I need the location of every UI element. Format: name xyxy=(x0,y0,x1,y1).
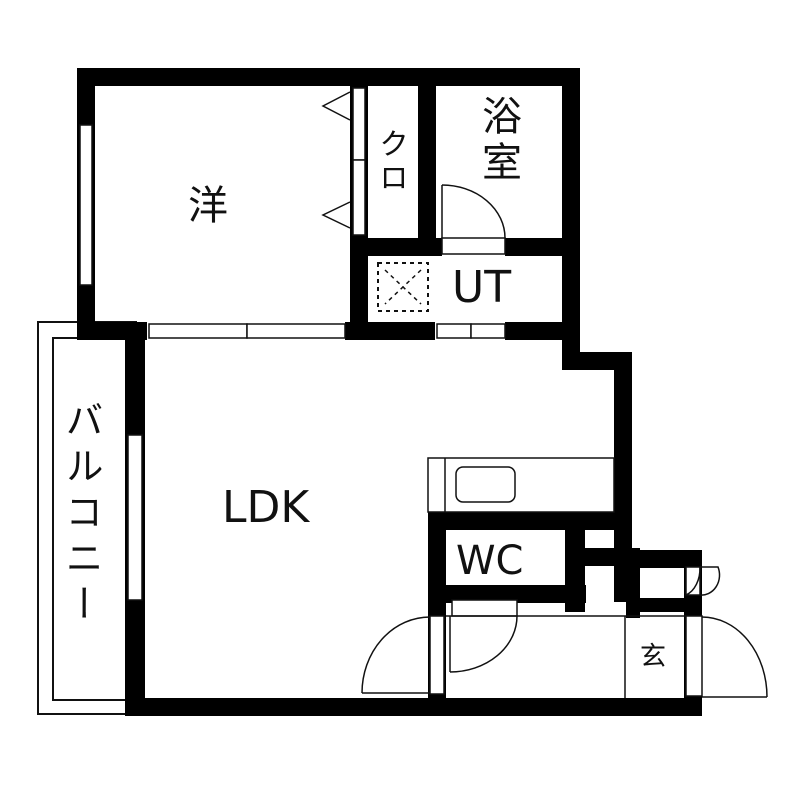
toilet-label: WC xyxy=(456,538,524,584)
ldk-label: LDK xyxy=(222,482,310,533)
wc-door xyxy=(449,599,518,673)
western-room-label: 洋 xyxy=(188,183,228,229)
utility-label: UT xyxy=(452,262,512,313)
entrance-lines xyxy=(446,566,768,698)
washer-cross xyxy=(384,269,422,305)
ldk-door xyxy=(361,615,445,695)
windows xyxy=(79,124,506,601)
entrance-label: 玄 xyxy=(640,642,667,672)
bathroom-door xyxy=(441,184,506,255)
bathroom-label: 浴室 xyxy=(475,95,521,187)
balcony-label: バルコニー xyxy=(59,400,103,630)
closet-doors xyxy=(321,87,366,236)
kitchen-counter xyxy=(427,457,615,513)
washer-space xyxy=(377,262,429,312)
closet-label: クロ xyxy=(373,128,408,196)
